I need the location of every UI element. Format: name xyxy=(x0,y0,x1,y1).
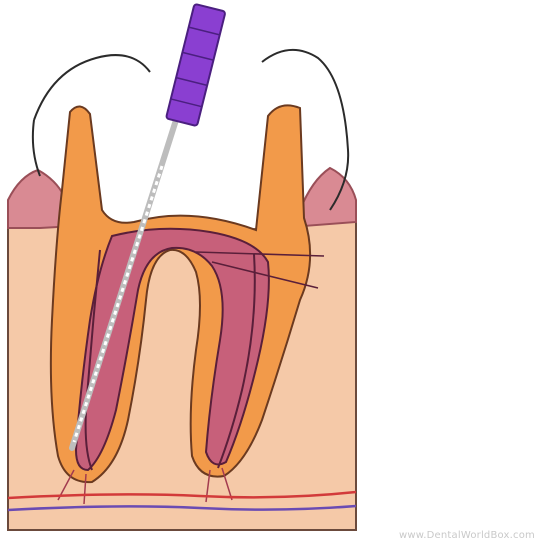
gum-right xyxy=(300,168,356,226)
enamel-outline-left-side xyxy=(33,120,40,176)
endodontic-file-handle xyxy=(166,4,226,126)
watermark-text: www.DentalWorldBox.com xyxy=(399,530,535,541)
